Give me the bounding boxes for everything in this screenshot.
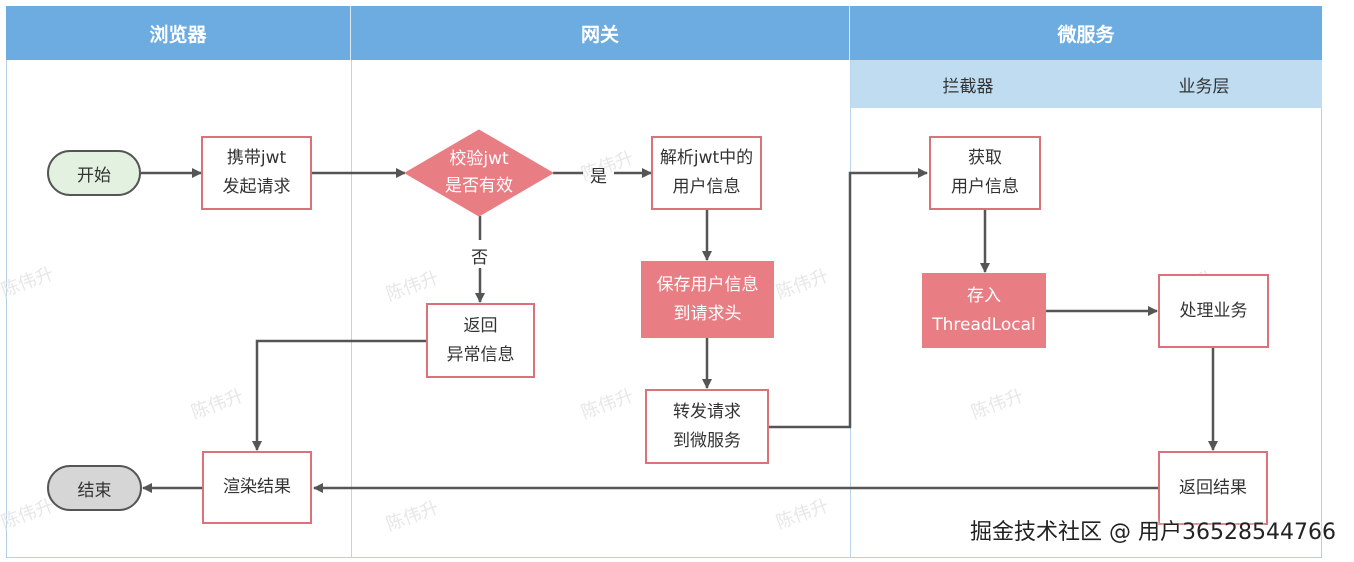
start-terminal: 开始 xyxy=(47,150,141,196)
node-line: 返回结果 xyxy=(1179,477,1247,498)
sublane-business-header: 业务层 xyxy=(1086,60,1322,108)
sublane-interceptor-header: 拦截器 xyxy=(850,60,1086,108)
edge-error-to-render xyxy=(252,339,426,451)
node-line: 校验jwt xyxy=(449,149,509,169)
render-result-node: 渲染结果 xyxy=(202,451,312,524)
node-line: 处理业务 xyxy=(1179,300,1248,321)
verify-jwt-decision: 校验jwt 是否有效 xyxy=(405,130,553,216)
node-line: 存入 xyxy=(967,285,1001,306)
lane-divider xyxy=(351,60,352,558)
carry-jwt-node: 携带jwt 发起请求 xyxy=(201,136,312,210)
node-line: 发起请求 xyxy=(222,177,291,197)
return-error-node: 返回 异常信息 xyxy=(426,303,535,378)
node-line: 到微服务 xyxy=(673,430,741,451)
get-user-info-node: 获取 用户信息 xyxy=(929,136,1041,210)
forward-request-node: 转发请求 到微服务 xyxy=(645,389,769,464)
edge-forward-to-get-user xyxy=(769,168,928,429)
node-line: 解析jwt中的 xyxy=(659,148,754,168)
node-line: 用户信息 xyxy=(672,177,741,197)
node-line: 异常信息 xyxy=(446,344,515,365)
node-line: 返回 xyxy=(463,315,498,336)
node-line: 转发请求 xyxy=(673,401,741,422)
process-business-node: 处理业务 xyxy=(1158,274,1269,348)
node-line: 渲染结果 xyxy=(223,477,291,497)
node-line: 是否有效 xyxy=(445,176,513,196)
node-line: 获取 xyxy=(968,148,1002,168)
footer-credit: 掘金技术社区 @ 用户36528544766 xyxy=(970,520,1336,545)
lane-browser-header: 浏览器 xyxy=(6,6,351,60)
edge-label-yes: 是 xyxy=(590,167,607,187)
node-line: 用户信息 xyxy=(951,177,1019,197)
edge-label-no: 否 xyxy=(471,248,488,268)
node-line: 到请求头 xyxy=(673,303,742,324)
save-header-node: 保存用户信息 到请求头 xyxy=(641,261,774,338)
node-line: 保存用户信息 xyxy=(656,274,759,295)
node-line: ThreadLocal xyxy=(932,314,1036,335)
decision-verify-jwt-shape xyxy=(404,129,554,217)
lane-gateway-header: 网关 xyxy=(351,6,850,60)
store-threadlocal-node: 存入 ThreadLocal xyxy=(922,273,1046,348)
lane-microservice-header: 微服务 xyxy=(850,6,1322,60)
parse-jwt-node: 解析jwt中的 用户信息 xyxy=(651,136,762,210)
return-result-node: 返回结果 xyxy=(1158,451,1268,525)
end-terminal: 结束 xyxy=(47,465,142,511)
node-line: 携带jwt xyxy=(226,148,287,168)
